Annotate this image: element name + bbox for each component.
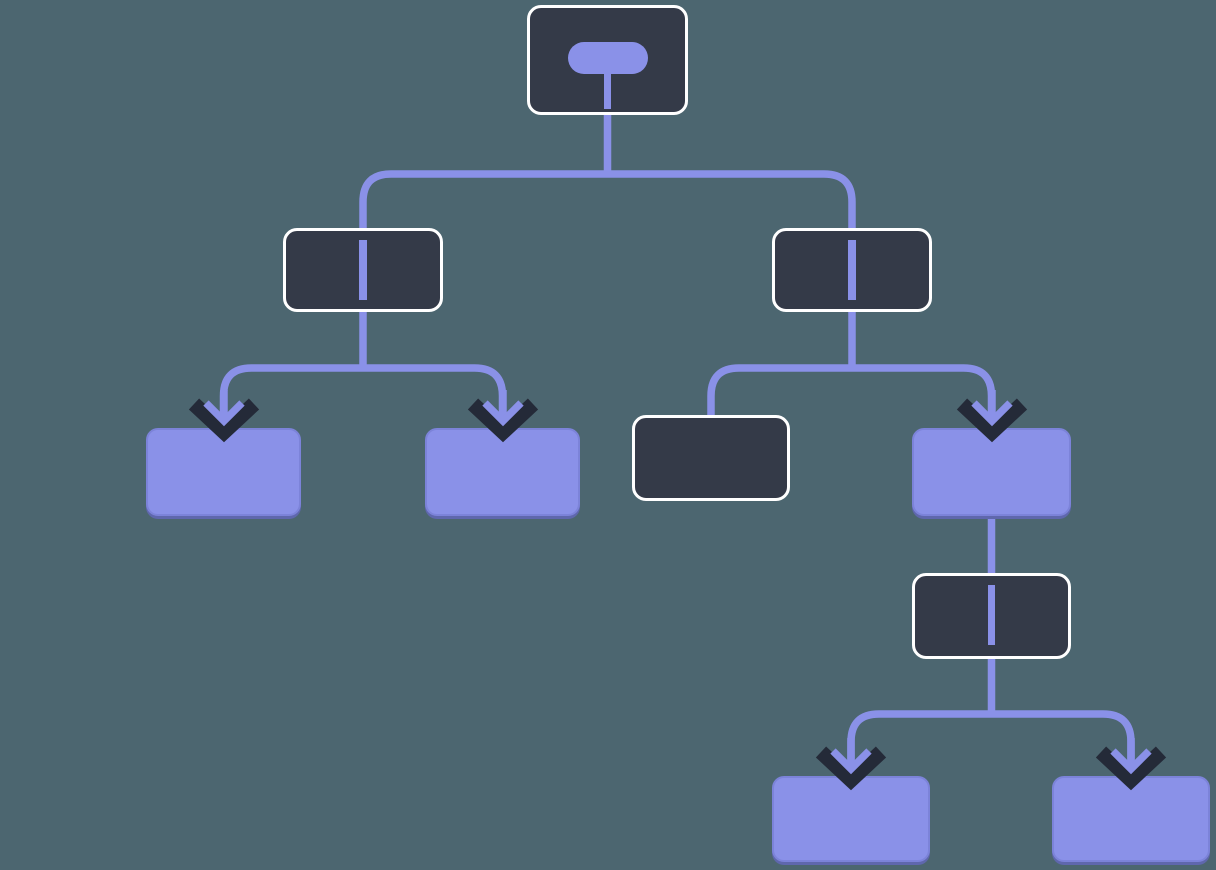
vertical-line-icon: [848, 240, 856, 300]
node-node-plain[interactable]: [632, 415, 790, 501]
node-branch-left[interactable]: [283, 228, 443, 312]
arrow-down-icon: [815, 738, 887, 791]
node-branch-right[interactable]: [772, 228, 932, 312]
arrow-down-icon: [956, 390, 1027, 443]
arrow-down-icon: [467, 390, 538, 443]
node-leaf-5[interactable]: [1052, 776, 1210, 862]
node-leaf-1[interactable]: [146, 428, 301, 516]
arrow-down-icon: [1095, 738, 1167, 791]
node-branch-bottom[interactable]: [912, 573, 1071, 659]
root-node-icon: [567, 42, 648, 74]
node-leaf-2[interactable]: [425, 428, 580, 516]
arrow-down-icon: [188, 390, 259, 443]
node-leaf-4[interactable]: [772, 776, 930, 862]
root-node-stem: [603, 72, 612, 109]
vertical-line-icon: [987, 585, 996, 645]
vertical-line-icon: [359, 240, 367, 300]
node-root[interactable]: [527, 5, 688, 115]
